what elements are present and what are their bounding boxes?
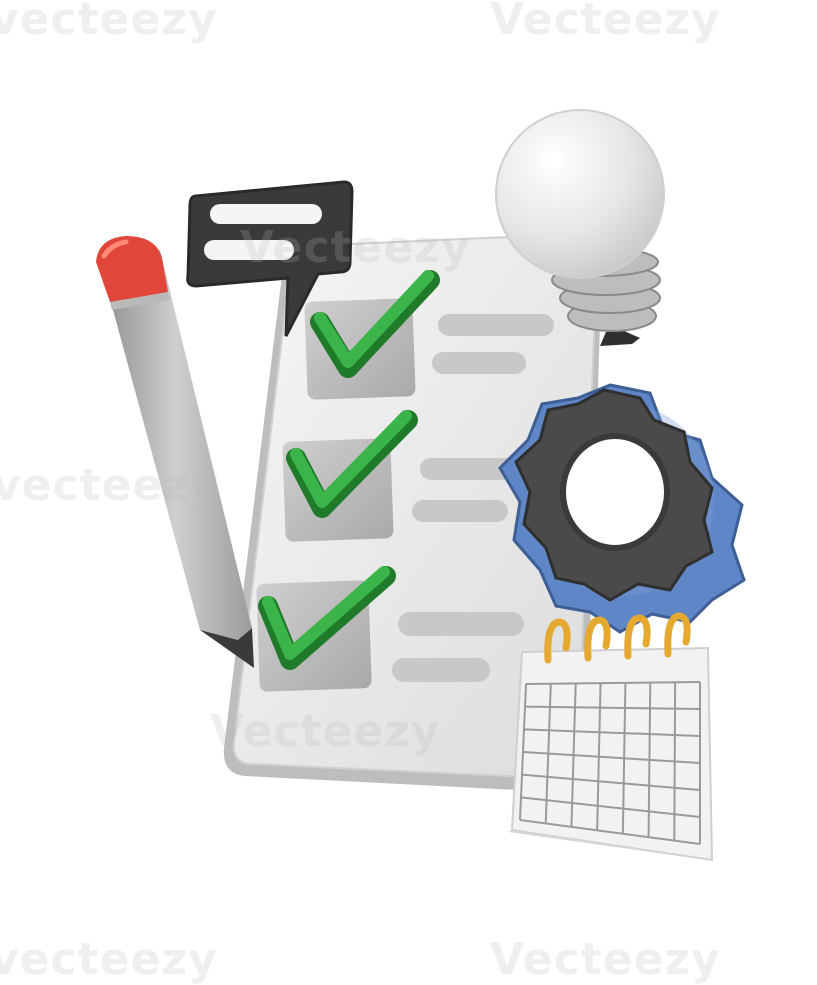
calendar-rings <box>544 612 691 664</box>
calendar-grid-line <box>596 683 602 831</box>
checklist-item-1 <box>304 270 554 400</box>
speech-bubble-icon <box>186 180 354 337</box>
text-line <box>438 314 554 336</box>
pencil-icon <box>96 236 254 668</box>
calendar-grid-line <box>523 728 701 737</box>
text-line <box>392 658 490 682</box>
calendar-grid-line <box>673 682 677 841</box>
text-line <box>398 612 524 636</box>
calendar-grid-line <box>522 751 701 764</box>
calendar-grid-line <box>544 683 552 824</box>
checklist-item-3 <box>256 566 524 692</box>
calendar-grid-line <box>519 819 701 845</box>
light-bulb-icon <box>495 109 665 346</box>
calendar-grid-line <box>521 773 701 791</box>
gear-icon <box>498 383 746 634</box>
text-line <box>432 352 526 374</box>
calendar-grid-line <box>621 682 627 834</box>
text-line <box>412 500 508 522</box>
calendar-grid-line <box>570 683 577 827</box>
calendar-grid-line <box>519 683 527 821</box>
calendar-grid-line <box>524 705 701 710</box>
calendar-grid-line <box>525 681 701 685</box>
calendar-grid-line <box>520 796 701 818</box>
calendar-grid-line <box>647 682 652 838</box>
calendar-icon <box>508 612 714 862</box>
